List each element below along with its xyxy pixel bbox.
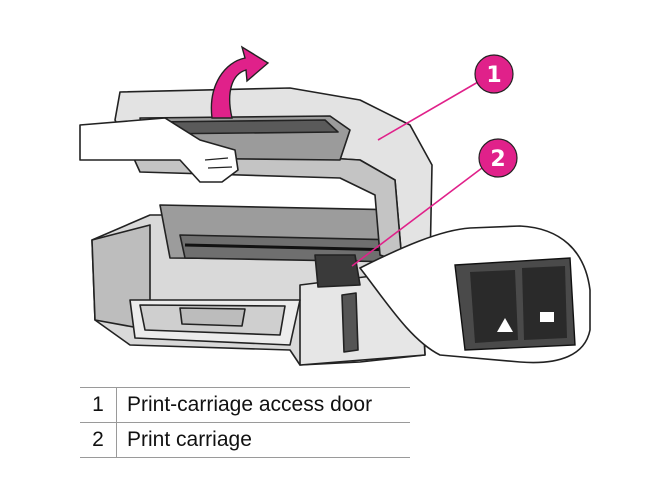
printer-illustration: 1 2 — [79, 45, 591, 366]
lift-arrow — [210, 45, 270, 119]
legend-number: 2 — [80, 422, 117, 458]
legend-row: 1 Print-carriage access door — [80, 387, 410, 423]
printer-body — [79, 87, 433, 366]
callout-2-leader — [351, 167, 483, 267]
legend-row: 2 Print carriage — [80, 422, 410, 458]
callout-1-number: 1 — [486, 63, 501, 88]
legend-label: Print-carriage access door — [127, 393, 373, 416]
callout-2-number: 2 — [490, 147, 505, 172]
legend-label: Print carriage — [127, 428, 252, 451]
legend-table: 1 Print-carriage access door 2 Print car… — [80, 387, 410, 458]
callout-1-badge — [474, 54, 514, 94]
callout-1-leader — [377, 81, 479, 141]
carriage-inset — [358, 225, 591, 364]
callout-2-badge — [478, 138, 518, 178]
legend-number: 1 — [80, 387, 117, 423]
callout-2: 2 — [351, 138, 518, 267]
callout-1: 1 — [377, 54, 514, 141]
